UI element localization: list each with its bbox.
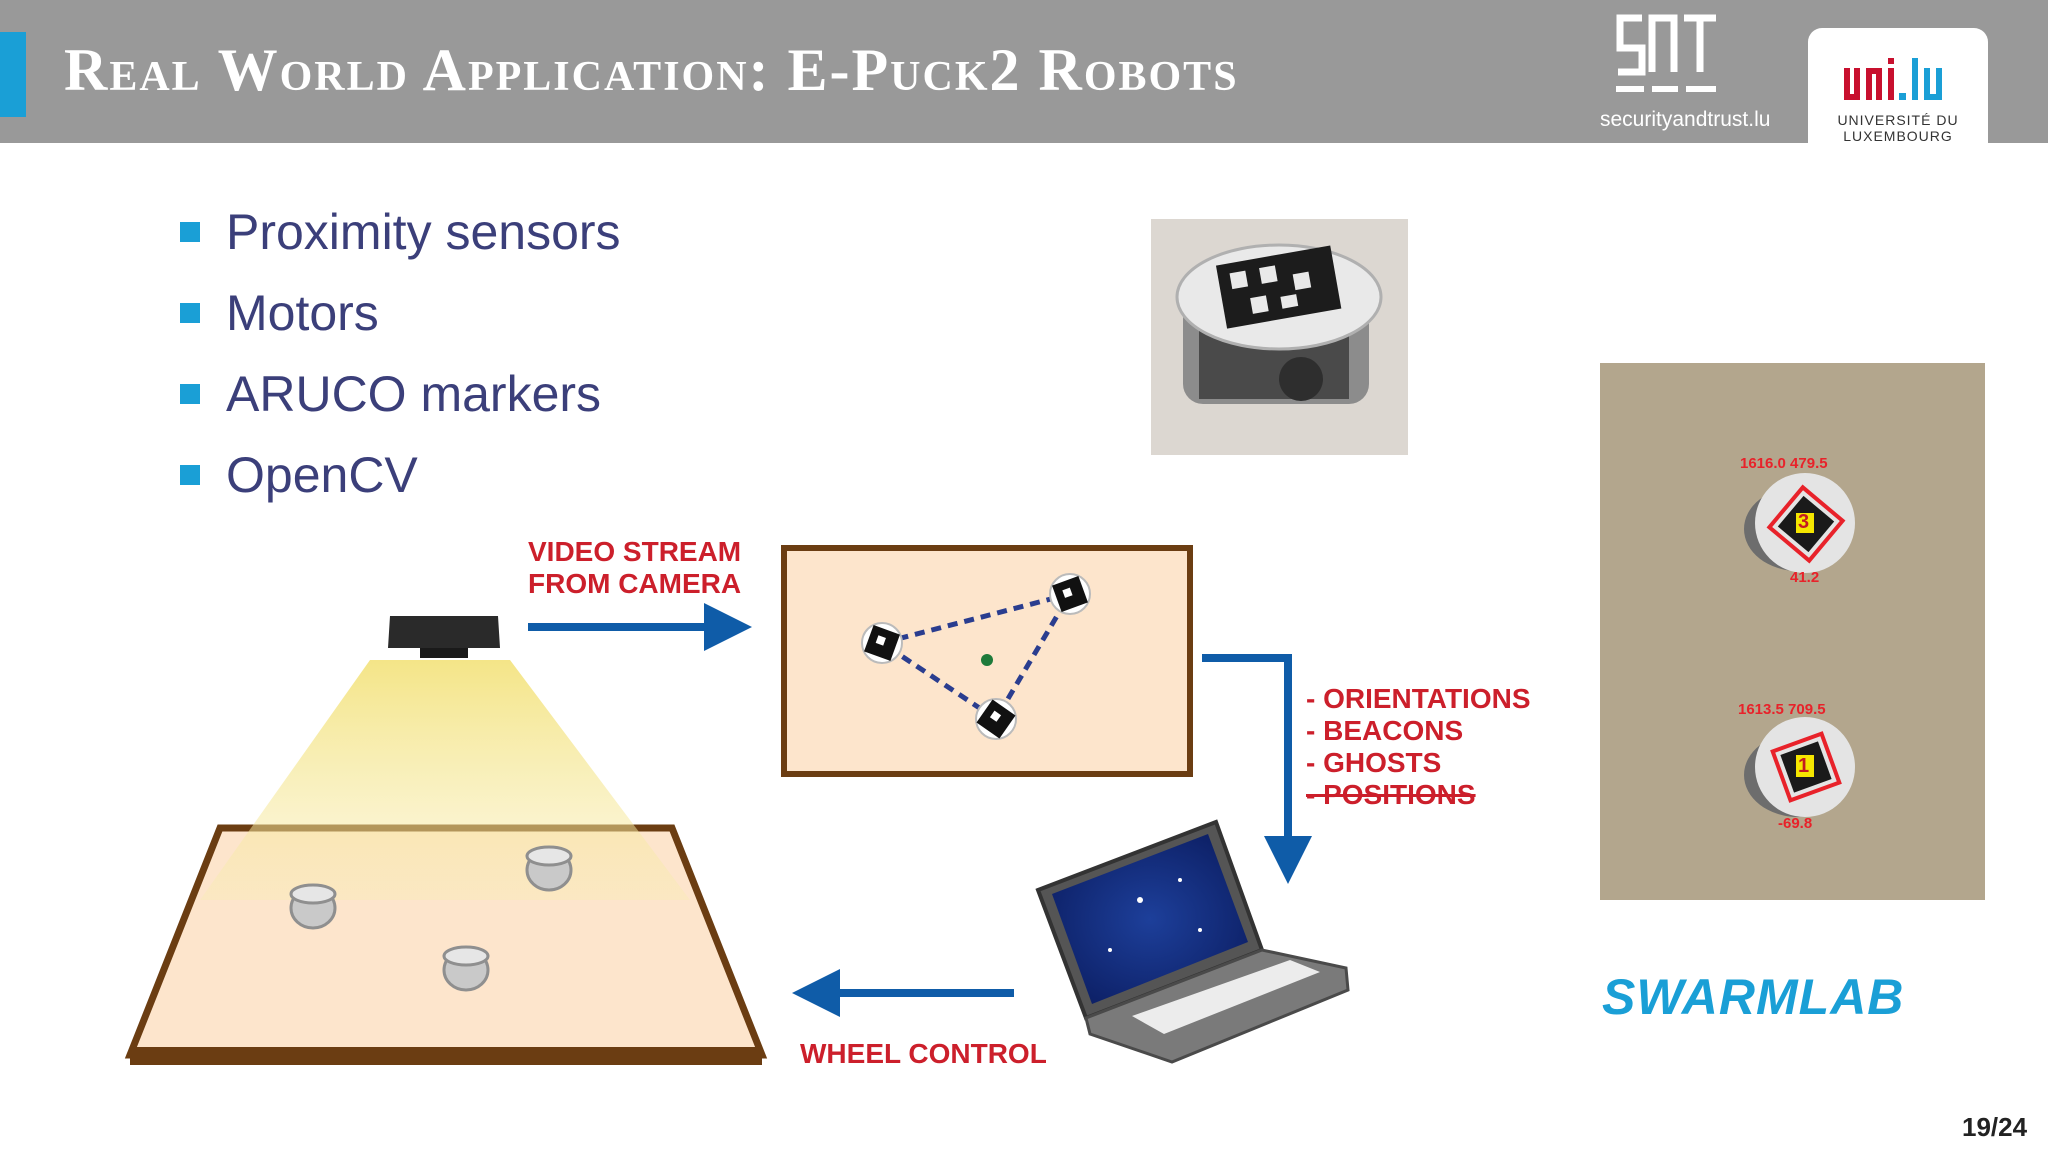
aruco-marker-icon	[975, 698, 1017, 740]
processing-arrow	[1202, 654, 1312, 884]
robot-3-coordinates: 1616.0 479.5	[1740, 455, 1828, 472]
camera-icon	[388, 616, 500, 658]
slide-title: Real World Application: E-Puck2 Robots	[64, 37, 1239, 103]
robot-1-id: 1	[1798, 755, 1810, 777]
wheel-control-label: WHEEL CONTROL	[800, 1038, 1047, 1069]
bullet-label: Proximity sensors	[226, 204, 621, 260]
uni-lu-logo-icon	[1844, 58, 1942, 100]
bullet-item: ARUCO markers	[180, 364, 601, 424]
arena-robot-icon	[525, 845, 573, 892]
bullet-label: Motors	[226, 285, 379, 341]
camera-light-beam	[200, 660, 690, 900]
aruco-marker-icon	[1049, 573, 1091, 615]
snt-logo-icon	[1616, 14, 1716, 92]
bullet-marker	[180, 465, 200, 485]
bullet-item: Motors	[180, 283, 379, 343]
bullet-item: OpenCV	[180, 445, 418, 505]
bullet-marker	[180, 384, 200, 404]
swarmlab-label: SWARMLAB	[1602, 969, 1905, 1025]
arena-robot-icon	[289, 883, 337, 930]
bullet-item: Proximity sensors	[180, 202, 621, 262]
bullet-label: OpenCV	[226, 447, 418, 503]
camera-view-frame	[781, 545, 1193, 777]
output-item: - ORIENTATIONS	[1306, 683, 1531, 714]
page-number: 19/24	[1962, 1112, 2028, 1142]
video-stream-label-line1: VIDEO STREAM	[528, 536, 742, 567]
robot-1-coordinates: 1613.5 709.5	[1738, 701, 1826, 718]
university-name: UNIVERSITÉ DU LUXEMBOURG	[1808, 112, 1988, 144]
bullet-marker	[180, 303, 200, 323]
bullet-marker	[180, 222, 200, 242]
university-logo: UNIVERSITÉ DU LUXEMBOURG	[1808, 28, 1988, 146]
output-list: - ORIENTATIONS - BEACONS - GHOSTS - POSI…	[1306, 683, 1531, 811]
robot-1-angle: -69.8	[1778, 815, 1813, 832]
output-item-struck: - POSITIONS	[1306, 779, 1476, 810]
tracking-photo: 1616.0 479.5 3 41.2 1613.5 709.5 1 -69.8	[1600, 363, 1985, 900]
laptop-icon	[1035, 819, 1350, 1064]
snt-url: securityandtrust.lu	[1600, 108, 1771, 131]
output-item: - GHOSTS	[1306, 747, 1442, 778]
tracking-robots-image	[1600, 363, 1985, 900]
epuck-robot-photo	[1151, 219, 1408, 455]
video-stream-label: VIDEO STREAM FROM CAMERA	[528, 536, 741, 600]
university-name-line1: UNIVERSITÉ DU	[1837, 112, 1959, 128]
video-stream-label-line2: FROM CAMERA	[528, 568, 742, 599]
robot-3-id: 3	[1798, 511, 1810, 533]
aruco-marker-icon	[861, 622, 903, 664]
header-accent-bar	[0, 32, 26, 117]
slide-header	[0, 0, 2048, 143]
output-item: - BEACONS	[1306, 715, 1464, 746]
robot-3-angle: 41.2	[1790, 569, 1820, 586]
arena-robot-icon	[442, 945, 490, 992]
snt-logo: securityandtrust.lu	[1600, 10, 1771, 135]
university-name-line2: LUXEMBOURG	[1843, 128, 1953, 144]
epuck-robot-icon	[1151, 219, 1408, 455]
bullet-label: ARUCO markers	[226, 366, 602, 422]
